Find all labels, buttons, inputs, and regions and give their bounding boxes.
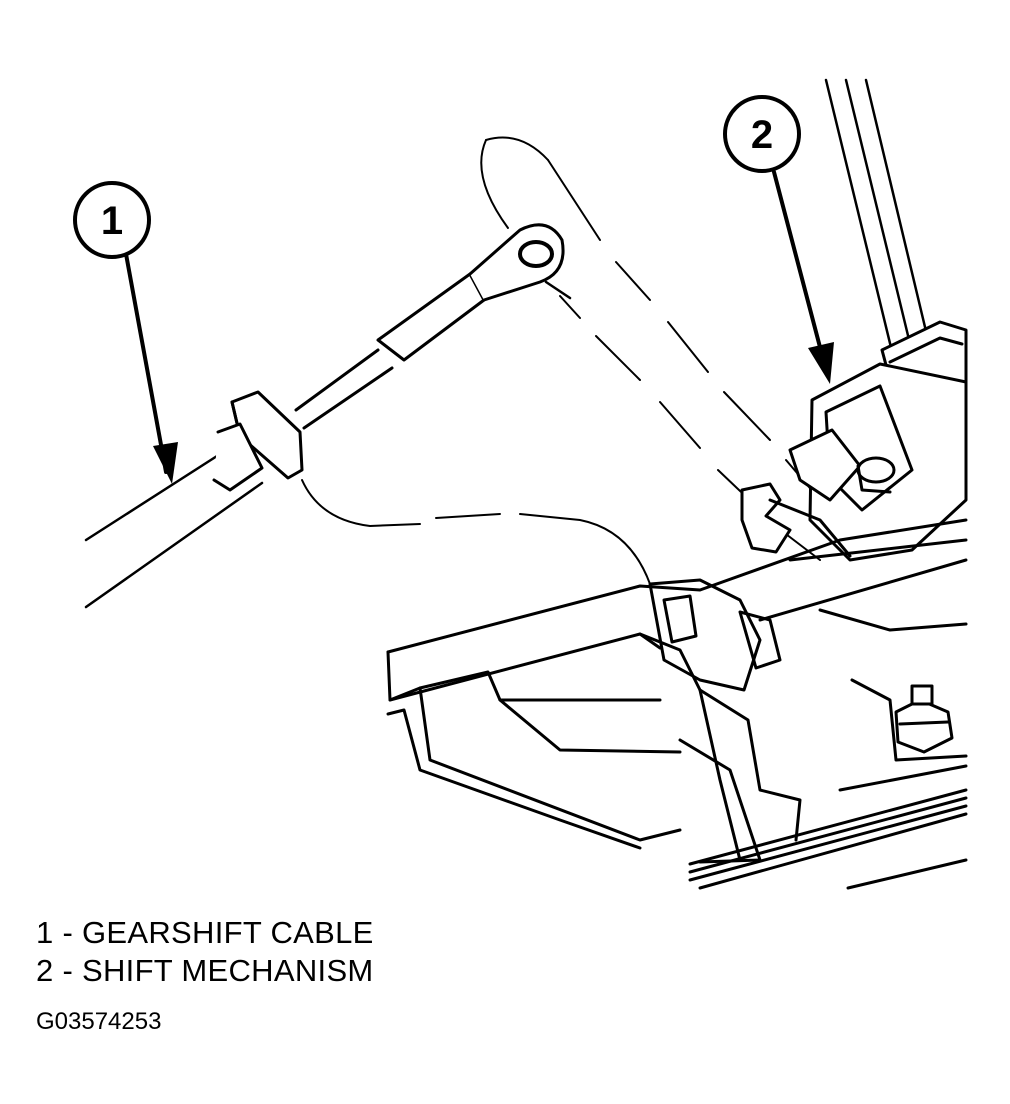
callout-1: 1	[73, 181, 151, 259]
gearshift-cable	[84, 223, 572, 609]
legend-item-shift-mechanism: 2 - SHIFT MECHANISM	[36, 953, 374, 988]
legend: 1 - GEARSHIFT CABLE 2 - SHIFT MECHANISM	[36, 914, 374, 990]
leader-arrows	[124, 170, 828, 474]
arrow-head-2	[808, 342, 834, 384]
callout-1-number: 1	[101, 199, 123, 243]
phantom-routing-line	[301, 136, 821, 585]
callout-2-number: 2	[751, 113, 773, 157]
figure-id: G03574253	[36, 1008, 162, 1035]
shift-mechanism	[386, 78, 968, 890]
callout-2: 2	[723, 95, 801, 173]
legend-item-gearshift-cable: 1 - GEARSHIFT CABLE	[36, 915, 374, 950]
arrow-head-1	[153, 442, 178, 484]
